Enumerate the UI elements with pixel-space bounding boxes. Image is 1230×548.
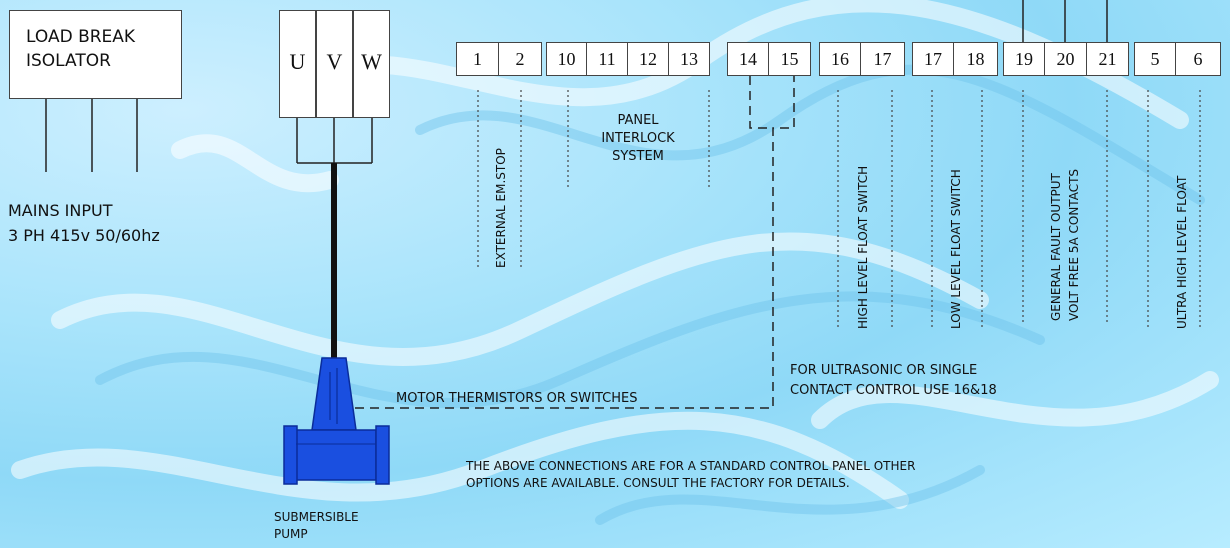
label-general-fault-1: GENERAL FAULT OUTPUT — [1049, 173, 1063, 321]
motor-terminal-v: V — [316, 10, 353, 118]
mains-input-line2: 3 PH 415v 50/60hz — [8, 226, 160, 245]
label-low-level-float: LOW LEVEL FLOAT SWITCH — [949, 169, 963, 329]
load-break-isolator: LOAD BREAK ISOLATOR — [9, 10, 182, 99]
pump-icon — [283, 357, 390, 485]
label-submersible: SUBMERSIBLE — [274, 510, 359, 524]
terminal-12: 12 — [627, 42, 669, 76]
terminal-10: 10 — [546, 42, 587, 76]
label-pump: PUMP — [274, 527, 308, 541]
terminal-14: 14 — [727, 42, 769, 76]
panel-interlock-line2: INTERLOCK — [601, 131, 675, 146]
isolator-label-line1: LOAD BREAK — [26, 27, 136, 47]
terminal-19: 19 — [1003, 42, 1045, 76]
terminal-15: 15 — [768, 42, 811, 76]
note-line2: OPTIONS ARE AVAILABLE. CONSULT THE FACTO… — [466, 476, 850, 490]
terminal-18: 18 — [953, 42, 998, 76]
terminal-5: 5 — [1134, 42, 1176, 76]
label-ultrasonic-line1: FOR ULTRASONIC OR SINGLE — [790, 363, 978, 378]
terminal-13: 13 — [668, 42, 710, 76]
terminal-11: 11 — [586, 42, 628, 76]
label-panel-interlock: PANEL INTERLOCK SYSTEM — [578, 112, 698, 166]
terminal-2: 2 — [498, 42, 542, 76]
isolator-label-line2: ISOLATOR — [26, 51, 111, 71]
thermistor-link — [355, 76, 795, 409]
terminal-1: 1 — [456, 42, 499, 76]
motor-terminal-u: U — [279, 10, 316, 118]
terminal-21: 21 — [1086, 42, 1129, 76]
label-external-em-stop: EXTERNAL EM.STOP — [494, 148, 508, 268]
label-high-level-float: HIGH LEVEL FLOAT SWITCH — [856, 165, 870, 329]
label-general-fault-2: VOLT FREE 5A CONTACTS — [1067, 168, 1081, 321]
panel-interlock-line3: SYSTEM — [612, 149, 664, 164]
terminal-16: 16 — [819, 42, 861, 76]
label-motor-thermistors: MOTOR THERMISTORS OR SWITCHES — [396, 391, 638, 406]
terminal-6: 6 — [1175, 42, 1221, 76]
mains-input-line1: MAINS INPUT — [8, 201, 113, 220]
terminal-20: 20 — [1044, 42, 1087, 76]
terminal-17a: 17 — [860, 42, 905, 76]
label-ultra-high-float: ULTRA HIGH LEVEL FLOAT — [1175, 175, 1189, 329]
panel-interlock-line1: PANEL — [617, 113, 659, 128]
note-line1: THE ABOVE CONNECTIONS ARE FOR A STANDARD… — [466, 459, 916, 473]
label-ultrasonic-line2: CONTACT CONTROL USE 16&18 — [790, 383, 997, 398]
motor-terminal-w: W — [353, 10, 390, 118]
terminal-17b: 17 — [912, 42, 954, 76]
